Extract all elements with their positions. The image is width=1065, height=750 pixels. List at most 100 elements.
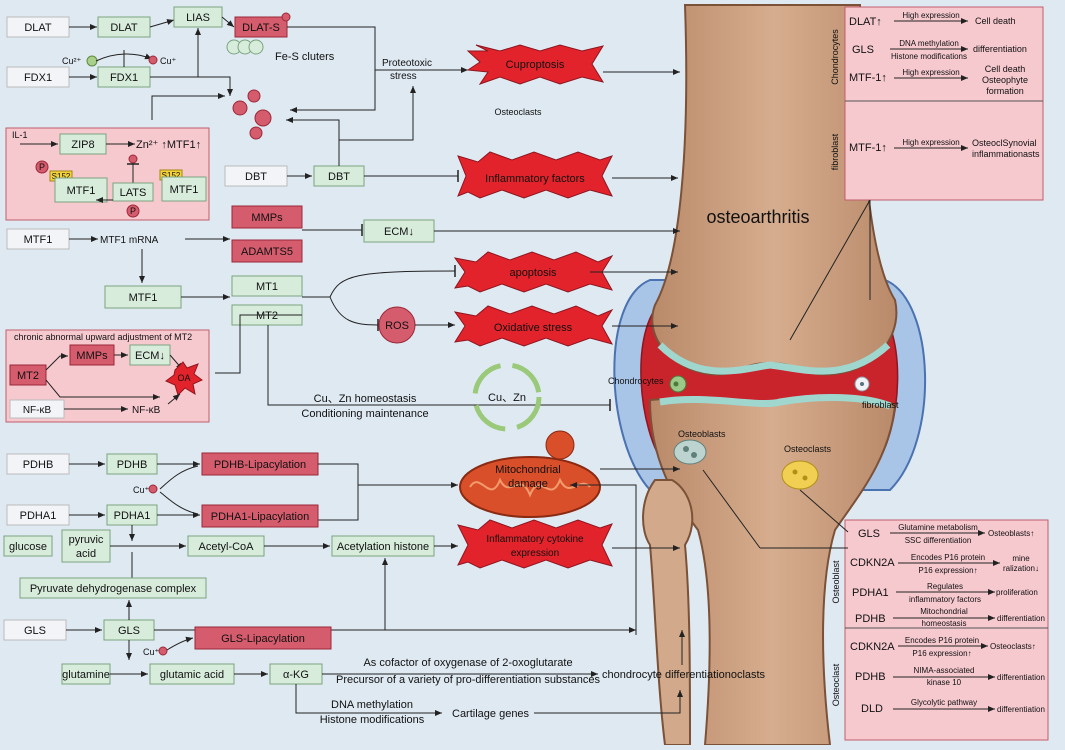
rb-gene-cdkn2a-oc: CDKN2A xyxy=(850,641,895,653)
rb-arrow-cdkn2a-oc: Encodes P16 protein xyxy=(905,636,979,645)
inflammatory-star: Inflammatory factors xyxy=(457,151,613,199)
label-cartilage: Cartilage genes xyxy=(452,708,530,720)
rb-gene-dld: DLD xyxy=(861,703,883,715)
rt-gene-mtf1: MTF-1↑ xyxy=(849,72,887,84)
label-homeostasis1: Cu、Zn homeostasis xyxy=(314,393,417,405)
fibula-bone xyxy=(642,479,694,746)
mt2-nfkb: NF-κB xyxy=(132,405,161,416)
label-chondrocytes: Chondrocytes xyxy=(608,376,664,386)
node-pdc: Pyruvate dehydrogenase complex xyxy=(30,583,197,595)
rb-arrow2-pdhb: homeostasis xyxy=(922,619,967,628)
zinc-zn: Zn²⁺ ↑MTF1↑ xyxy=(136,139,201,151)
mito-label2: damage xyxy=(508,478,548,490)
rb-arrow2-pdhb-oc: kinase 10 xyxy=(927,678,962,687)
rb-arrow-gls: Glutamine metabolism xyxy=(898,523,978,532)
tibia-cartilage xyxy=(659,394,892,410)
node-lias: LIAS xyxy=(186,12,210,24)
star-infl-cyto2: expression xyxy=(511,548,559,559)
rb-gene-pdhb-oc: PDHB xyxy=(855,671,886,683)
rt-result-gls: differentiation xyxy=(973,44,1027,54)
mtf1-pathway: MTF1 MTF1 mRNA MMPs ADAMTS5 ECM↓ MTF1 MT… xyxy=(6,205,680,432)
femur-cartilage xyxy=(657,342,891,375)
rb-gene-cdkn2a: CDKN2A xyxy=(850,557,895,569)
zinc-s152-left: S152 xyxy=(52,172,71,181)
node-pdha1-lip: PDHA1-Lipacylation xyxy=(211,511,309,523)
osteoclast-cell xyxy=(781,460,819,490)
node-glutamic: glutamic acid xyxy=(160,669,224,681)
rb-result-pdhb-oc: differentiation xyxy=(997,673,1045,682)
rb-gene-pdhb: PDHB xyxy=(855,613,886,625)
cu-zn-cycle-icon: Cu、Zn xyxy=(472,362,542,432)
rb-arrow2-cdkn2a-oc: P16 expression↑ xyxy=(912,649,971,658)
gene-dlat: DLAT xyxy=(24,22,52,34)
node-acet-hist: Acetylation histone xyxy=(337,541,429,553)
node-dlat-s: DLAT-S xyxy=(242,22,280,34)
node-gls: GLS xyxy=(118,625,140,637)
node-ecm: ECM↓ xyxy=(384,226,414,238)
knee-joint-illustration: osteoarthritis Chondrocytes fibroblast O… xyxy=(608,4,927,746)
label-osteoclasts-joint: Osteoclasts xyxy=(784,444,832,454)
rb-result-dld: differentiation xyxy=(997,705,1045,714)
panel-osteoblast-osteoclast: Osteoblast Osteoclast GLS Glutamine meta… xyxy=(831,519,1049,741)
cuproptosis-star: Cuproptosis xyxy=(466,44,605,85)
zinc-p-bottom: P xyxy=(130,206,136,216)
label-fibroblast: fibroblast xyxy=(862,400,899,410)
node-pyruvic2: acid xyxy=(76,548,96,560)
zinc-lats: LATS xyxy=(120,187,147,199)
rb-result-cdkn2a-b: ralization↓ xyxy=(1003,564,1039,573)
zinc-p-left: P xyxy=(39,162,45,172)
oxidative-star: Oxidative stress xyxy=(453,305,614,347)
label-chondro-diff: chondrocyte differentiationoclasts xyxy=(602,669,766,681)
fibroblast-cell xyxy=(854,376,870,392)
mt2-oa: OA xyxy=(177,373,190,383)
star-apoptosis: apoptosis xyxy=(509,267,557,279)
star-oxidative: Oxidative stress xyxy=(494,322,573,334)
mitochondria-icon: Mitochondrial damage xyxy=(459,430,601,518)
rb-arrow2-cdkn2a: P16 expression↑ xyxy=(918,566,977,575)
node-mt1: MT1 xyxy=(256,281,278,293)
node-fdx1: FDX1 xyxy=(110,72,138,84)
star-cuproptosis: Cuproptosis xyxy=(506,59,565,71)
mt2-mmps: MMPs xyxy=(76,350,108,362)
oa-star xyxy=(165,361,203,396)
node-adamts5: ADAMTS5 xyxy=(241,246,293,258)
label-stress: stress xyxy=(390,71,417,82)
star-inflammatory: Inflammatory factors xyxy=(485,173,585,185)
rt-result-fibro-b: inflammationasts xyxy=(972,149,1040,159)
vlabel-osteoblast: Osteoblast xyxy=(831,560,841,604)
mito-label1: Mitochondrial xyxy=(495,464,560,476)
mt2-title: chronic abnormal upward adjustment of MT… xyxy=(14,332,192,342)
rb-result-cdkn2a-oc: Osteoclasts↑ xyxy=(990,642,1036,651)
cycle-label: Cu、Zn xyxy=(488,392,526,404)
label-fes: Fe-S cluters xyxy=(275,51,335,63)
rb-result-cdkn2a-a: mine xyxy=(1012,554,1030,563)
rt-result-mtf1-b: Osteophyte xyxy=(982,75,1028,85)
vlabel-chondrocytes: Chondrocytes xyxy=(830,29,840,85)
gene-mtf1: MTF1 xyxy=(24,234,53,246)
label-cu-pdh: Cu⁺ xyxy=(133,485,150,495)
rb-gene-gls: GLS xyxy=(858,528,880,540)
label-precursor: Precursor of a variety of pro-differenti… xyxy=(336,674,600,686)
rb-arrow2-gls: SSC differentiation xyxy=(905,536,972,545)
node-glutamine: glutamine xyxy=(62,669,110,681)
rt-arrow-mtf1: High expression xyxy=(902,68,959,77)
node-acetyl: Acetyl-CoA xyxy=(198,541,254,553)
node-mt2: MT2 xyxy=(256,310,278,322)
rt-arrow-dlat: High expression xyxy=(902,11,959,20)
gene-gls: GLS xyxy=(24,625,46,637)
copper-aggregate-icon xyxy=(232,89,272,140)
rb-arrow-pdha1: Regulates xyxy=(927,582,963,591)
node-mtf1-mrna: MTF1 mRNA xyxy=(100,235,159,246)
mt2-panel: chronic abnormal upward adjustment of MT… xyxy=(5,329,210,423)
rb-result-gls: Osteoblasts↑ xyxy=(988,529,1034,538)
rt-arrow-mtf1-fibro: High expression xyxy=(902,138,959,147)
gene-pdha1: PDHA1 xyxy=(20,510,57,522)
mt2-nfkb-gene: NF-κB xyxy=(23,405,52,416)
rb-gene-pdha1: PDHA1 xyxy=(852,587,889,599)
rb-arrow-dld: Glycolytic pathway xyxy=(911,698,977,707)
rt-gene-mtf1-fibro: MTF-1↑ xyxy=(849,142,887,154)
node-dbt: DBT xyxy=(328,171,350,183)
rt-gene-dlat: DLAT↑ xyxy=(849,16,882,28)
star-infl-cyto1: Inflammatory cytokine xyxy=(486,534,584,545)
